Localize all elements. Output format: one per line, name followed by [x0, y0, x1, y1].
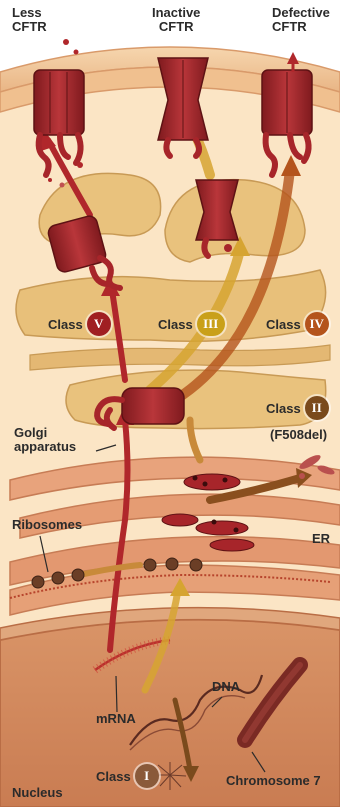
label-f508del: (F508del) [270, 428, 327, 442]
label-defective-cftr: DefectiveCFTR [272, 6, 330, 34]
class-i-label: Class I [96, 764, 159, 788]
label-er: ER [312, 532, 330, 546]
class-ii-badge: II [305, 396, 329, 420]
label-inactive-cftr: InactiveCFTR [152, 6, 200, 34]
label-ribosomes: Ribosomes [12, 518, 82, 532]
class-v-word: Class [48, 317, 83, 332]
label-nucleus: Nucleus [12, 786, 63, 800]
label-dna: DNA [212, 680, 240, 694]
class-iv-label: Class IV [266, 312, 329, 336]
class-ii-label: Class II [266, 396, 329, 420]
label-golgi-apparatus: Golgiapparatus [14, 426, 76, 454]
class-v-badge: V [87, 312, 111, 336]
class-iv-word: Class [266, 317, 301, 332]
class-iii-word: Class [158, 317, 193, 332]
class-i-badge: I [135, 764, 159, 788]
label-chromosome-7: Chromosome 7 [226, 774, 321, 788]
class-ii-word: Class [266, 401, 301, 416]
label-less-cftr: LessCFTR [12, 6, 47, 34]
class-iii-label: Class III [158, 312, 225, 336]
label-mrna: mRNA [96, 712, 136, 726]
class-iv-badge: IV [305, 312, 329, 336]
class-i-word: Class [96, 769, 131, 784]
class-v-label: Class V [48, 312, 111, 336]
class-iii-badge: III [197, 312, 225, 336]
